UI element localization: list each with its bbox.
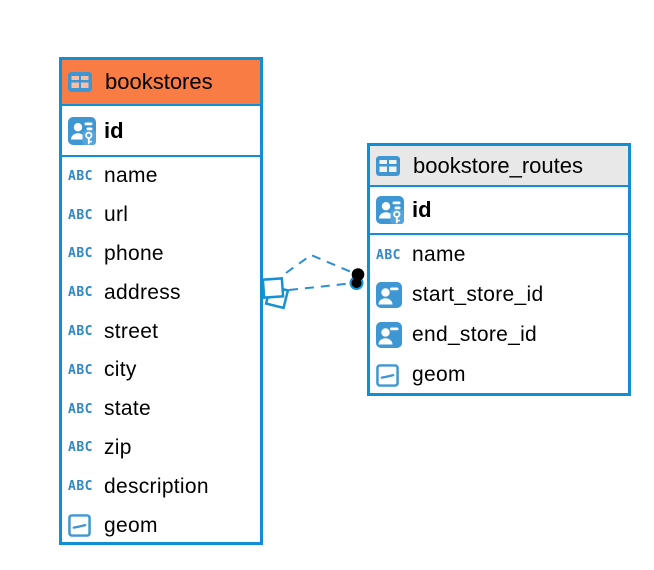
column-row[interactable]: start_store_id: [370, 275, 628, 315]
column-name: geom: [104, 513, 158, 537]
relationship-target-marker[interactable]: [349, 268, 365, 290]
column-name: name: [412, 243, 466, 266]
column-name: start_store_id: [412, 283, 544, 306]
relationship-line-lower[interactable]: [288, 282, 355, 291]
column-row[interactable]: ABC state: [62, 390, 260, 429]
column-name: name: [104, 164, 158, 188]
column-name: phone: [104, 241, 164, 265]
text-type-icon: ABC: [68, 362, 93, 378]
column-name: address: [104, 280, 181, 304]
column-row[interactable]: ABC name: [370, 235, 628, 275]
column-row[interactable]: ABC zip: [62, 429, 260, 468]
column-row[interactable]: ABC url: [62, 196, 260, 235]
text-type-icon: ABC: [68, 479, 93, 495]
text-type-icon: ABC: [68, 440, 93, 456]
table-title: bookstores: [105, 69, 213, 94]
table-title: bookstore_routes: [413, 152, 583, 178]
column-row[interactable]: ABC description: [62, 467, 260, 506]
relationship-source-marker[interactable]: [261, 277, 290, 310]
relationship-line-upper[interactable]: [285, 253, 357, 275]
column-row[interactable]: ABC city: [62, 351, 260, 390]
table-bookstore-routes[interactable]: bookstore_routes id ABC name start_store…: [367, 143, 631, 396]
geometry-type-icon: [68, 514, 98, 537]
table-icon: [376, 156, 406, 176]
column-name: street: [104, 319, 159, 343]
text-type-icon: ABC: [68, 168, 93, 184]
primary-key-icon: [376, 196, 406, 224]
column-name: id: [104, 117, 124, 143]
text-type-icon: ABC: [376, 247, 401, 263]
column-row[interactable]: ABC name: [62, 157, 260, 196]
column-row-id[interactable]: id: [370, 187, 628, 235]
foreign-key-icon: [376, 282, 406, 308]
text-type-icon: ABC: [68, 401, 93, 417]
column-row-id[interactable]: id: [62, 106, 260, 157]
table-bookstores[interactable]: bookstores id ABC name ABC url ABC phone…: [59, 57, 263, 545]
geometry-type-icon: [376, 364, 406, 387]
column-name: geom: [412, 363, 466, 386]
column-row[interactable]: ABC street: [62, 312, 260, 351]
column-name: description: [104, 474, 209, 498]
column-row[interactable]: geom: [62, 506, 260, 545]
table-header-bookstore-routes[interactable]: bookstore_routes: [370, 146, 628, 187]
table-icon: [68, 72, 98, 92]
column-name: city: [104, 358, 137, 382]
table-header-bookstores[interactable]: bookstores: [62, 60, 260, 106]
primary-key-icon: [68, 117, 98, 145]
column-name: zip: [104, 435, 132, 459]
column-name: url: [104, 203, 129, 227]
text-type-icon: ABC: [68, 246, 93, 262]
column-name: state: [104, 397, 152, 421]
column-name: end_store_id: [412, 323, 538, 346]
column-row[interactable]: ABC address: [62, 273, 260, 312]
column-row[interactable]: end_store_id: [370, 315, 628, 355]
text-type-icon: ABC: [68, 207, 93, 223]
column-name: id: [412, 197, 432, 222]
text-type-icon: ABC: [68, 285, 93, 301]
text-type-icon: ABC: [68, 324, 93, 340]
column-row[interactable]: ABC phone: [62, 235, 260, 274]
column-row[interactable]: geom: [370, 355, 628, 395]
foreign-key-icon: [376, 322, 406, 348]
